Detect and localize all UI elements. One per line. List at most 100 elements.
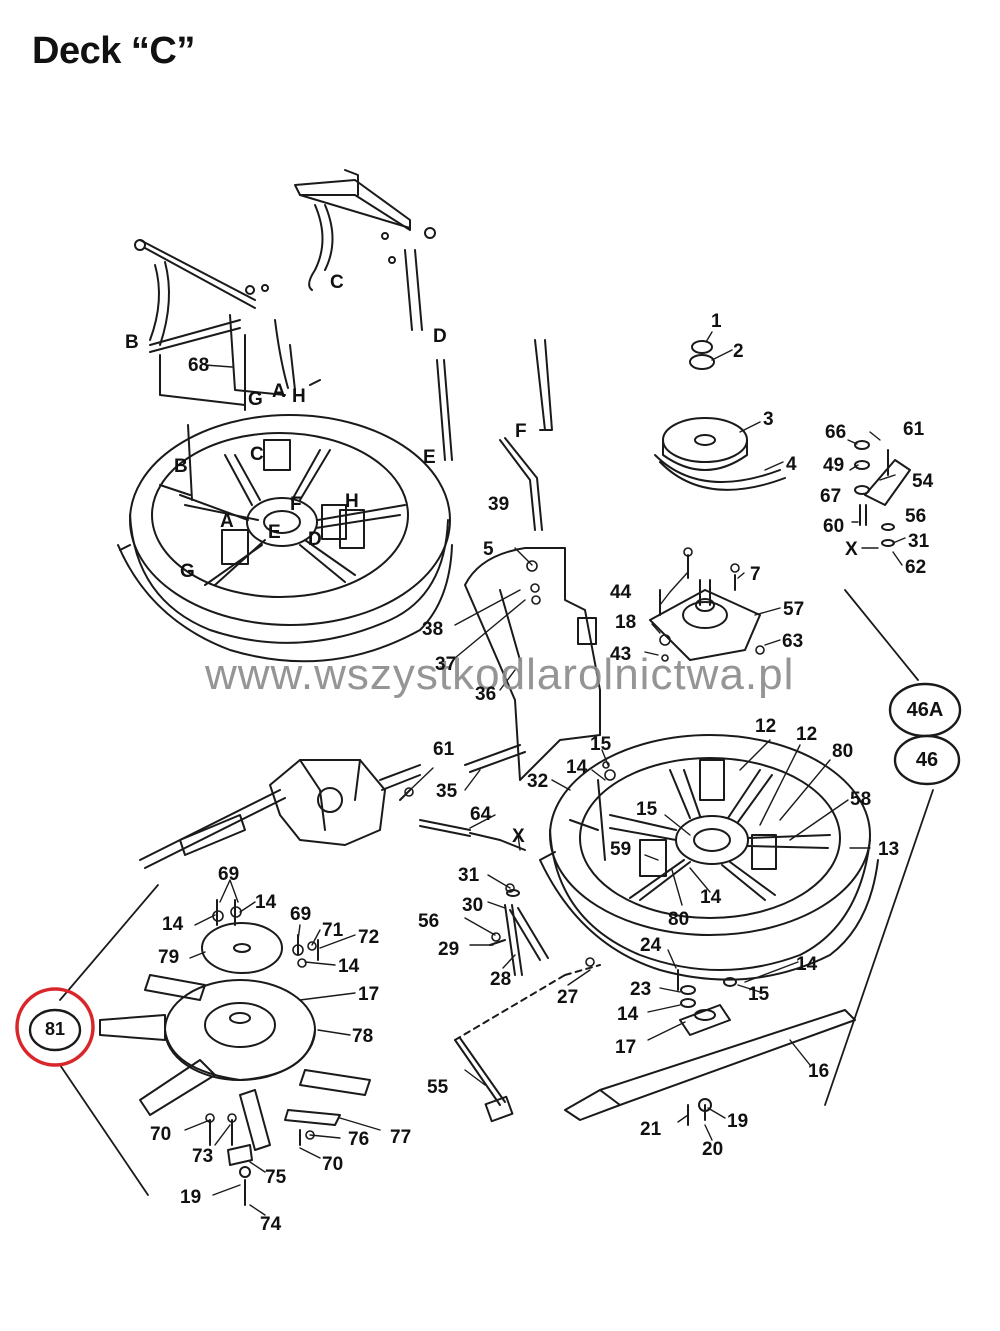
transaxle: [139, 759, 421, 869]
label-14-spindle-l: 14: [617, 1004, 639, 1025]
label-d-rod: D: [433, 326, 447, 347]
ref-81-circle: [28, 1008, 82, 1052]
label-c-deck: C: [250, 444, 264, 465]
label-20: 20: [702, 1139, 724, 1160]
label-3: 3: [763, 409, 774, 430]
label-70-right: 70: [322, 1154, 344, 1175]
label-61-top: 61: [903, 419, 925, 440]
label-c-rod: C: [330, 272, 344, 293]
label-39: 39: [488, 494, 510, 515]
label-f-rod: F: [515, 421, 527, 442]
idler-bracket: [854, 440, 911, 547]
label-37: 37: [435, 654, 457, 675]
label-17-right: 17: [615, 1037, 637, 1058]
label-73: 73: [192, 1146, 214, 1167]
spindle-pulley: [654, 340, 786, 491]
label-63: 63: [782, 631, 804, 652]
label-56-pivot: 56: [418, 911, 440, 932]
label-x-left: X: [512, 826, 525, 847]
reference-circles: [28, 682, 962, 1052]
page-title: Deck “C”: [32, 30, 195, 72]
label-d-deck: D: [308, 529, 322, 550]
label-14-deck: 14: [700, 887, 722, 908]
label-66: 66: [825, 422, 847, 443]
label-14-guard: 14: [566, 757, 588, 778]
label-a-link: A: [272, 381, 286, 402]
label-77: 77: [390, 1127, 412, 1148]
label-4: 4: [786, 454, 797, 475]
ref-46a: 46A: [906, 699, 944, 721]
label-14-adapter-r: 14: [255, 892, 277, 913]
label-72: 72: [358, 927, 380, 948]
label-14-adapter-bolt: 14: [338, 956, 360, 977]
label-15-spindle: 15: [748, 984, 770, 1005]
fasteners: [205, 547, 765, 1140]
lift-rod-39: [499, 339, 553, 531]
label-60: 60: [823, 516, 845, 537]
label-14-spindle-r: 14: [796, 954, 818, 975]
label-70-left: 70: [150, 1124, 172, 1145]
label-g-deck: G: [180, 561, 195, 582]
label-x-right: X: [845, 539, 858, 560]
spring-64: [419, 744, 526, 851]
label-55: 55: [427, 1077, 449, 1098]
label-13: 13: [878, 839, 900, 860]
label-30: 30: [462, 895, 484, 916]
label-15-left: 15: [590, 734, 612, 755]
label-38: 38: [422, 619, 444, 640]
part-leader-lines: [184, 331, 906, 1216]
label-12-left: 12: [755, 716, 777, 737]
label-64: 64: [470, 804, 492, 825]
label-g-link: G: [248, 389, 263, 410]
label-58: 58: [850, 789, 872, 810]
label-7: 7: [750, 564, 761, 585]
label-76: 76: [348, 1129, 370, 1150]
label-67: 67: [820, 486, 842, 507]
label-29: 29: [438, 939, 460, 960]
label-1: 1: [711, 311, 722, 332]
label-74: 74: [260, 1214, 282, 1235]
spindle-housing: [649, 554, 761, 661]
label-e-rod: E: [423, 447, 436, 468]
label-h-link: H: [292, 386, 306, 407]
label-21: 21: [640, 1119, 662, 1140]
label-69-right: 69: [290, 904, 312, 925]
label-14-adapter-l: 14: [162, 914, 184, 935]
label-59: 59: [610, 839, 632, 860]
label-18: 18: [615, 612, 637, 633]
label-a-deck: A: [220, 511, 234, 532]
label-28: 28: [490, 969, 512, 990]
label-27: 27: [557, 987, 579, 1008]
label-62: 62: [905, 557, 927, 578]
label-f-deck: F: [290, 494, 302, 515]
label-69-left: 69: [218, 864, 240, 885]
label-b-link: B: [125, 332, 139, 353]
label-h-deck: H: [345, 491, 359, 512]
watermark: www.wszystkodlarolnictwa.pl: [205, 650, 795, 699]
label-5: 5: [483, 539, 494, 560]
label-54: 54: [912, 471, 934, 492]
label-75: 75: [265, 1167, 287, 1188]
label-32: 32: [527, 771, 549, 792]
label-23: 23: [630, 979, 652, 1000]
lift-pivot: [489, 889, 549, 976]
ref-46: 46: [915, 749, 939, 771]
label-b-deck: B: [174, 456, 188, 477]
label-24: 24: [640, 935, 662, 956]
height-adjust-lever: [454, 964, 601, 1123]
label-57: 57: [783, 599, 805, 620]
label-80-bottom: 80: [668, 909, 690, 930]
label-19-right: 19: [727, 1111, 749, 1132]
lift-linkage: [134, 169, 453, 461]
ref-81: 81: [44, 1019, 66, 1039]
label-17-left: 17: [358, 984, 380, 1005]
label-31-pivot: 31: [458, 865, 480, 886]
label-56-top: 56: [905, 506, 927, 527]
label-36: 36: [475, 684, 497, 705]
label-68: 68: [188, 355, 210, 376]
label-12-right: 12: [796, 724, 818, 745]
label-71: 71: [322, 920, 344, 941]
label-e-deck: E: [268, 522, 281, 543]
label-49: 49: [823, 455, 845, 476]
